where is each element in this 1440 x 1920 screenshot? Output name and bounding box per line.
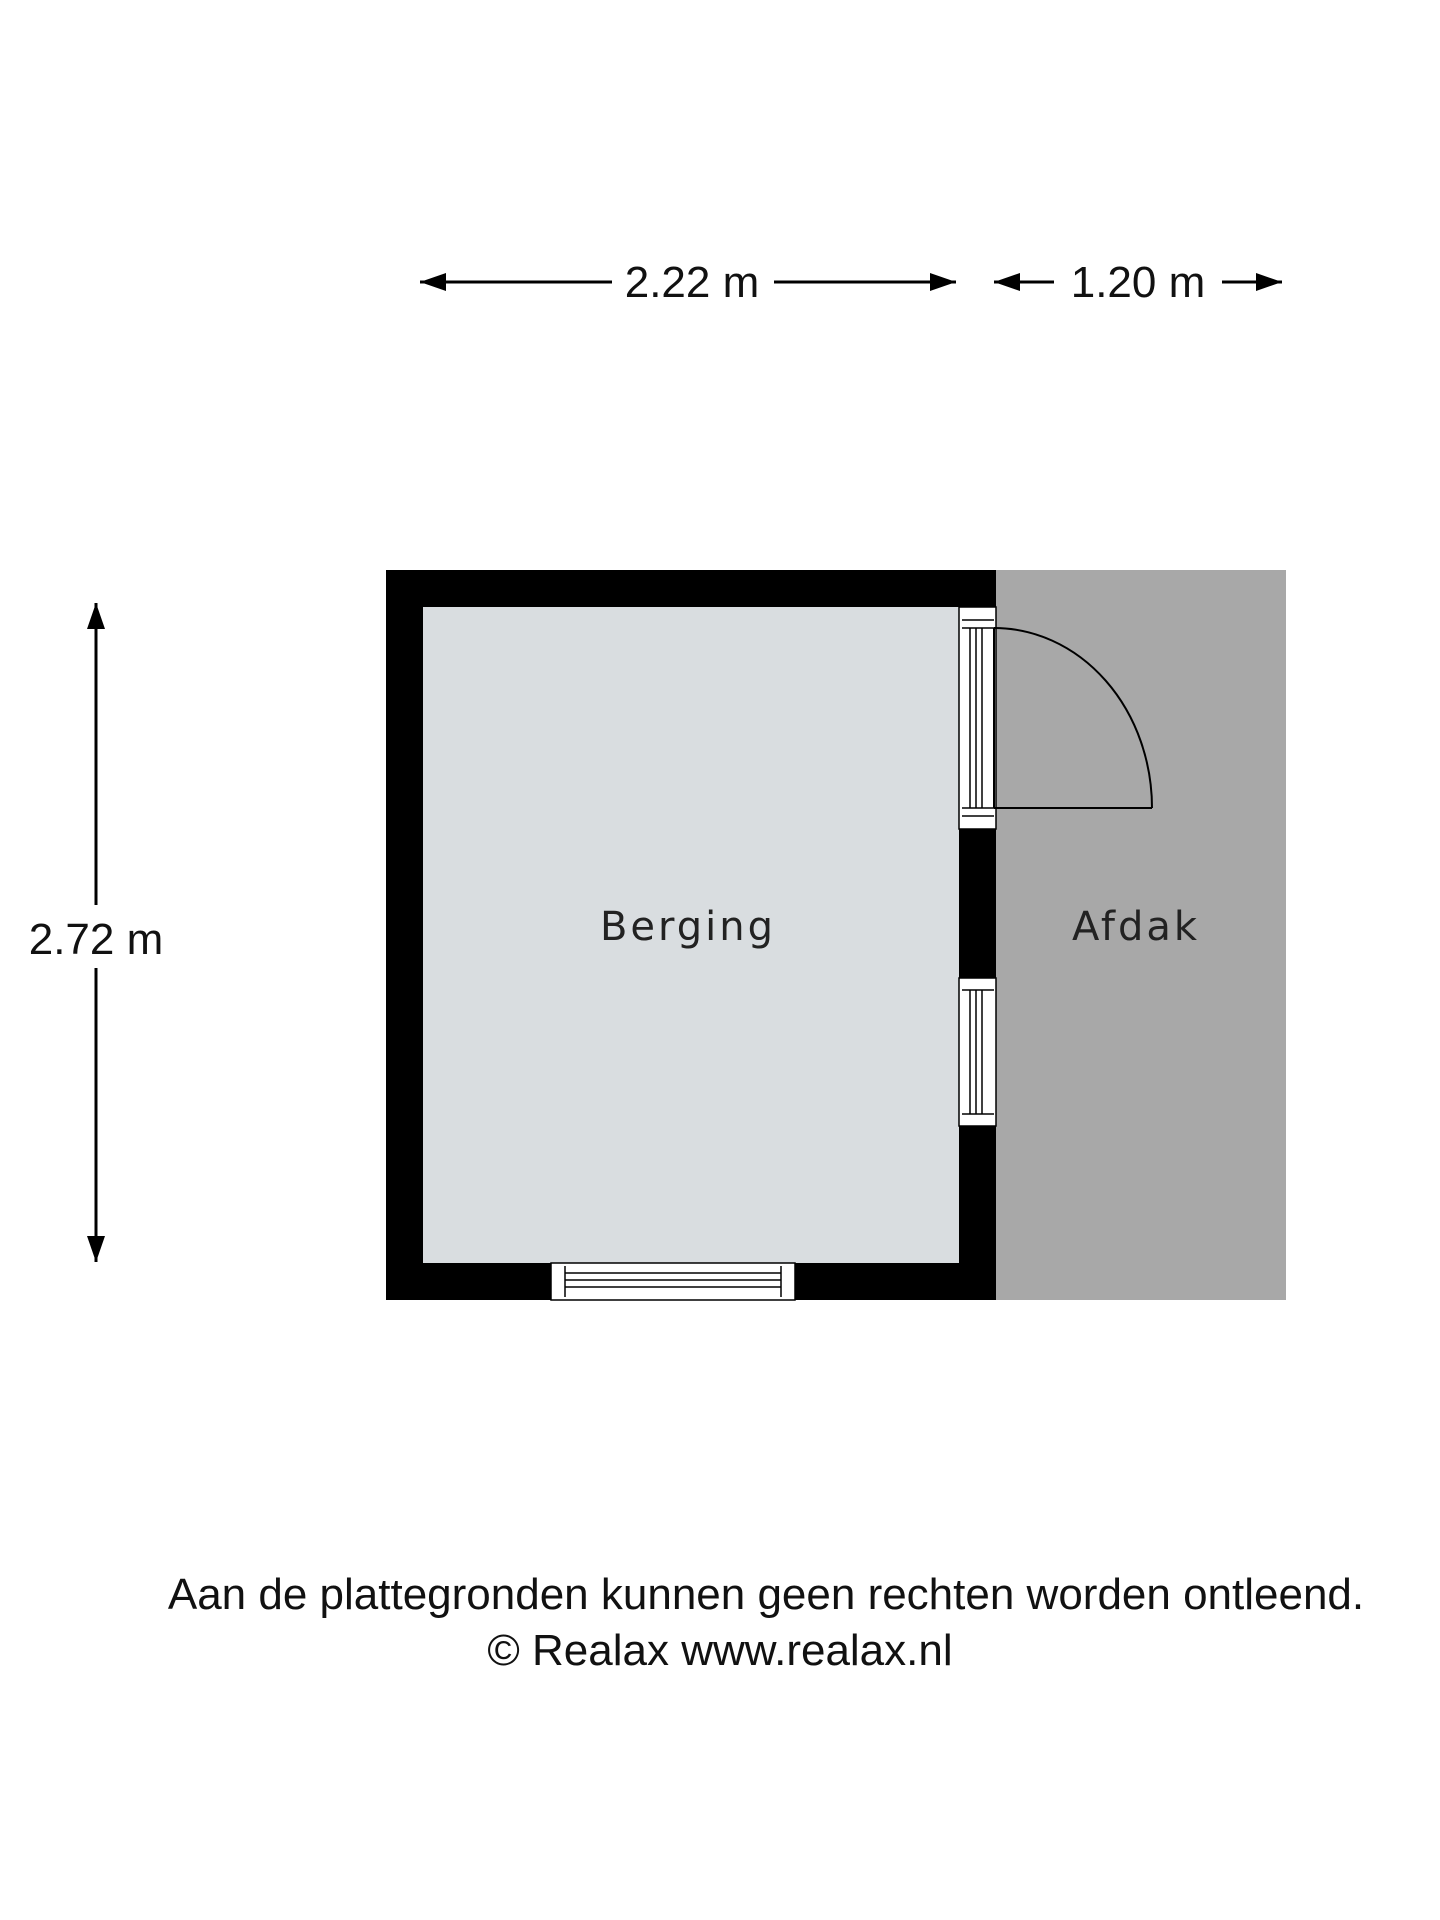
arrowhead-left-icon xyxy=(994,273,1020,291)
dimension-label-berging-width: 2.22 m xyxy=(625,258,760,307)
door-opening-right-wall xyxy=(958,606,997,830)
copyright-text: © Realax www.realax.nl xyxy=(487,1626,953,1675)
dimension-afdak-width: 1.20 m xyxy=(994,258,1282,307)
room-label-berging: Berging xyxy=(600,904,776,950)
door-swing xyxy=(993,627,1153,809)
arrowhead-left-icon xyxy=(420,273,446,291)
dimension-height: 2.72 m xyxy=(29,603,164,1262)
arrowhead-down-icon xyxy=(87,1236,105,1262)
arrowhead-right-icon xyxy=(1256,273,1282,291)
dimension-berging-width: 2.22 m xyxy=(420,258,956,307)
arrowhead-up-icon xyxy=(87,603,105,629)
disclaimer-text: Aan de plattegronden kunnen geen rechten… xyxy=(167,1570,1365,1619)
room-label-afdak: Afdak xyxy=(1072,904,1200,950)
berging-floor xyxy=(423,607,959,1263)
dimension-label-height: 2.72 m xyxy=(29,915,164,964)
afdak-area xyxy=(994,570,1286,1300)
dimension-label-afdak-width: 1.20 m xyxy=(1071,258,1206,307)
window-bottom-wall xyxy=(550,1262,796,1301)
window-right-wall xyxy=(958,977,997,1127)
arrowhead-right-icon xyxy=(930,273,956,291)
